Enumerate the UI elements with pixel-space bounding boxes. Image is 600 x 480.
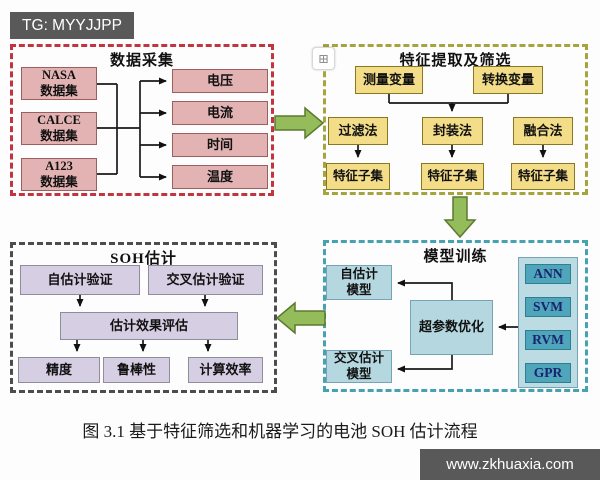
evaluation-box: 估计效果评估: [60, 312, 238, 340]
cross-estimation-model-box: 交叉估计 模型: [326, 350, 392, 383]
dataset-box-a123: A123 数据集: [21, 158, 97, 191]
hyperparameter-optimization-box: 超参数优化: [410, 300, 493, 355]
subset-box-1: 特征子集: [326, 163, 390, 190]
dataset-name: NASA: [41, 67, 77, 82]
model-box-line: 自估计: [340, 266, 378, 281]
section-title-model-training: 模型训练: [423, 249, 488, 265]
method-box-fusion: 融合法: [513, 117, 573, 145]
section-title-soh-estimation: SOH估计: [110, 251, 177, 267]
figure-caption: 图 3.1 基于特征筛选和机器学习的电池 SOH 估计流程: [82, 422, 478, 441]
method-box-wrapper: 封装法: [422, 117, 483, 145]
algorithm-box-gpr: GPR: [525, 363, 571, 383]
method-box-filter: 过滤法: [328, 117, 388, 145]
website-watermark: www.zkhuaxia.com: [420, 449, 600, 480]
flow-arrow-feature-to-model-icon: [443, 196, 477, 239]
flow-arrow-data-to-feature-icon: [274, 106, 325, 140]
variable-box-measured: 测量变量: [355, 66, 423, 94]
signal-box-time: 时间: [172, 133, 268, 157]
variable-box-transformed: 转换变量: [473, 66, 543, 94]
metric-box-robustness: 鲁棒性: [103, 357, 170, 383]
flow-arrow-model-to-soh-icon: [275, 301, 326, 335]
tg-watermark-banner: TG: MYYJJPP: [10, 12, 134, 39]
algorithm-box-svm: SVM: [525, 297, 571, 317]
subset-box-3: 特征子集: [511, 163, 575, 190]
section-title-data-collection: 数据采集: [109, 53, 174, 69]
dataset-label: 数据集: [40, 174, 78, 189]
image-placeholder-icon: ⊞: [312, 47, 335, 70]
dataset-name: CALCE: [37, 112, 81, 127]
algorithm-box-ann: ANN: [525, 264, 571, 284]
section-feature-extraction: 特征提取及筛选: [323, 44, 588, 195]
signal-box-voltage: 电压: [172, 69, 268, 93]
subset-box-2: 特征子集: [421, 163, 484, 190]
model-box-line: 交叉估计: [333, 350, 384, 365]
self-estimation-model-box: 自估计 模型: [326, 265, 392, 300]
validation-box-cross: 交叉估计验证: [148, 265, 263, 295]
dataset-label: 数据集: [40, 128, 78, 143]
dataset-box-nasa: NASA 数据集: [21, 67, 97, 100]
validation-box-self: 自估计验证: [20, 265, 140, 295]
section-soh-estimation: SOH估计: [10, 242, 277, 393]
algorithm-box-rvm: RVM: [525, 330, 571, 350]
model-box-line: 模型: [346, 366, 372, 381]
section-title-feature-extraction: 特征提取及筛选: [399, 53, 512, 69]
signal-box-current: 电流: [172, 101, 268, 125]
model-box-line: 模型: [346, 282, 372, 297]
metric-box-accuracy: 精度: [18, 357, 100, 383]
dataset-name: A123: [45, 158, 73, 173]
section-data-collection: 数据采集: [10, 44, 274, 196]
metric-box-efficiency: 计算效率: [188, 357, 263, 383]
dataset-label: 数据集: [40, 83, 78, 98]
dataset-box-calce: CALCE 数据集: [21, 112, 97, 145]
signal-box-temperature: 温度: [172, 165, 268, 189]
